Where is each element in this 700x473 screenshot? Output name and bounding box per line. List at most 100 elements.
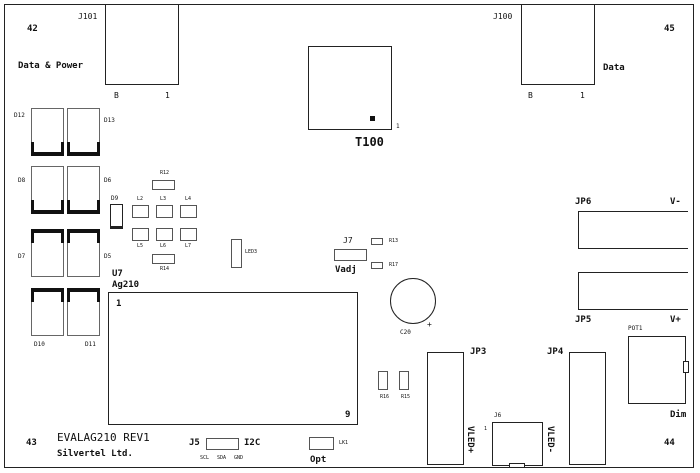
connector-j5 [206, 438, 239, 450]
jumper-j7 [334, 249, 367, 261]
jumper-jp3 [427, 352, 464, 465]
corner-number-bottom-left: 43 [26, 438, 37, 448]
j100-pin-b: B [528, 91, 533, 100]
pot1-tab [683, 361, 689, 373]
jp6-label: V- [670, 197, 681, 207]
resistor-r17 [371, 262, 383, 269]
diode-d5-pad [67, 229, 100, 277]
u7-part: Ag210 [112, 280, 140, 290]
d11-label: D11 [85, 341, 96, 348]
j101-pin-b: B [114, 91, 119, 100]
jumper-jp6 [578, 211, 688, 249]
dim-label: Dim [670, 410, 687, 420]
d10-label: D10 [34, 341, 45, 348]
j100-pin-1: 1 [580, 91, 585, 100]
resistor-r14 [152, 254, 175, 264]
d8-label: D8 [18, 177, 26, 184]
j7-ref: J7 [343, 236, 353, 245]
diode-d12-pad [31, 108, 64, 156]
potentiometer-pot1 [628, 336, 689, 404]
connector-j6 [492, 422, 543, 467]
led3 [231, 239, 242, 268]
j5-scl: SCL [200, 455, 210, 461]
d5-label: D5 [104, 253, 112, 260]
j5-ref: J5 [189, 438, 200, 448]
t100-pin1: 1 [396, 123, 400, 130]
jumper-jp5 [578, 272, 688, 310]
module-u7-ag210 [108, 292, 358, 425]
u7-pin1: 1 [116, 299, 122, 309]
l4-label: L4 [185, 196, 192, 202]
jp6-ref: JP6 [575, 197, 592, 207]
led3-label: LED3 [245, 249, 258, 255]
corner-number-top-right: 45 [664, 24, 675, 34]
j100-ref: J100 [493, 12, 513, 21]
resistor-r15 [399, 371, 409, 390]
r13-label: R13 [389, 238, 399, 244]
l2-label: L2 [137, 196, 144, 202]
resistor-r12 [152, 180, 175, 190]
d12-label: D12 [14, 112, 25, 119]
u7-pin9: 9 [345, 410, 351, 420]
vadj-label: Vadj [335, 265, 357, 275]
u7-ref: U7 [112, 269, 123, 279]
inductor-l3 [156, 205, 173, 218]
corner-number-bottom-right: 44 [664, 438, 675, 448]
lk1-label: LK1 [339, 440, 349, 446]
j6-pin1: 1 [484, 426, 488, 432]
opt-label: Opt [310, 455, 327, 465]
link-lk1 [309, 437, 334, 450]
connector-j100 [521, 5, 595, 85]
diode-d8-pad [31, 166, 64, 214]
jp4-label: VLED- [545, 426, 555, 454]
jp5-ref: JP5 [575, 315, 592, 325]
j101-pin-1: 1 [165, 91, 170, 100]
l7-label: L7 [185, 243, 192, 249]
c20-polarity: + [427, 320, 432, 329]
inductor-l6 [156, 228, 173, 241]
d6-label: D6 [104, 177, 112, 184]
diode-d9-pad [110, 204, 123, 229]
j6-ref: J6 [494, 412, 502, 419]
inductor-l5 [132, 228, 149, 241]
jumper-jp4 [569, 352, 606, 465]
d13-label: D13 [104, 117, 115, 124]
pot1-ref: POT1 [628, 325, 643, 332]
corner-number-top-left: 42 [27, 24, 38, 34]
jp5-label: V+ [670, 315, 681, 325]
diode-d10-pad [31, 288, 64, 336]
jp4-ref: JP4 [547, 347, 564, 357]
j6-key [509, 463, 525, 467]
diode-d6-pad [67, 166, 100, 214]
l6-label: L6 [160, 243, 167, 249]
r15-label: R15 [401, 394, 411, 400]
pin1-dot [370, 116, 375, 121]
l5-label: L5 [137, 243, 144, 249]
j100-desc: Data [603, 63, 625, 73]
c20-label: C20 [400, 329, 411, 336]
inductor-l7 [180, 228, 197, 241]
d7-label: D7 [18, 253, 26, 260]
diode-d7-pad [31, 229, 64, 277]
resistor-r13 [371, 238, 383, 245]
r17-label: R17 [389, 262, 399, 268]
jp3-label: VLED+ [465, 426, 475, 454]
board-outline [4, 4, 694, 468]
inductor-l4 [180, 205, 197, 218]
company-name: Silvertel Ltd. [57, 449, 133, 459]
connector-j101 [105, 5, 179, 85]
j5-gnd: GND [234, 455, 244, 461]
inductor-l2 [132, 205, 149, 218]
diode-d13-pad [67, 108, 100, 156]
t100-ref: T100 [355, 135, 384, 149]
capacitor-c20 [390, 278, 436, 324]
product-name: EVALAG210 REV1 [57, 431, 150, 444]
j5-sda: SDA [217, 455, 227, 461]
r12-label: R12 [160, 170, 170, 176]
jp3-ref: JP3 [470, 347, 487, 357]
j101-desc: Data & Power [18, 61, 84, 71]
d9-label: D9 [111, 195, 119, 202]
r14-label: R14 [160, 266, 170, 272]
transformer-t100 [308, 46, 392, 130]
